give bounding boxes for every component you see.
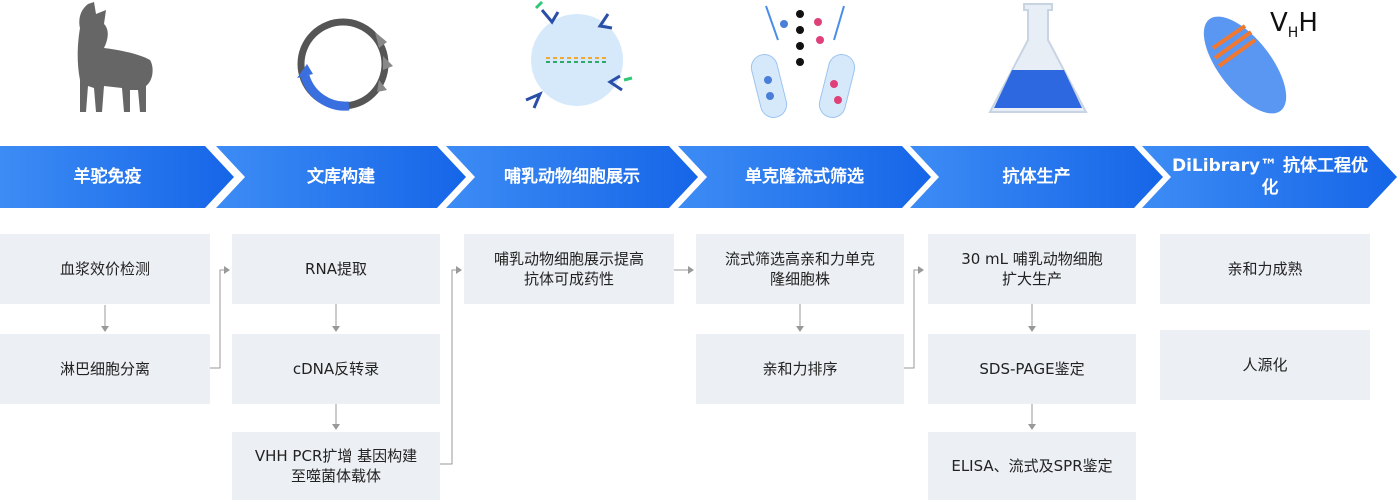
step-box: 血浆效价检测 (0, 234, 210, 304)
step-box: SDS-PAGE鉴定 (928, 334, 1136, 404)
flask-icon (988, 3, 1088, 113)
vhh-label: VHH (1270, 8, 1318, 42)
step-box: 人源化 (1160, 330, 1370, 400)
vhh-antibody-icon (1203, 16, 1287, 114)
stage-label-2: 文库构建 (307, 167, 375, 187)
step-box: 亲和力排序 (696, 334, 904, 404)
stage-label-1: 羊驼免疫 (73, 167, 142, 187)
flow-sort-icon (750, 5, 856, 118)
step-box: VHH PCR扩增 基因构建至噬菌体载体 (232, 432, 440, 500)
cell-display-icon (525, 0, 633, 109)
plasmid-icon (297, 18, 393, 111)
stage-label-4: 单克隆流式筛选 (745, 167, 864, 187)
step-box: ELISA、流式及SPR鉴定 (928, 432, 1136, 500)
step-box: 亲和力成熟 (1160, 234, 1370, 304)
step-box: RNA提取 (232, 234, 440, 304)
step-box: 哺乳动物细胞展示提高抗体可成药性 (464, 234, 674, 304)
stage-label-3: 哺乳动物细胞展示 (504, 167, 640, 187)
step-box: 30 mL 哺乳动物细胞扩大生产 (928, 234, 1136, 304)
stage-label-5: 抗体生产 (1002, 167, 1071, 187)
stage-label-6: DiLibrary™ 抗体工程优化 (1171, 156, 1368, 198)
step-box: cDNA反转录 (232, 334, 440, 404)
step-box: 淋巴细胞分离 (0, 334, 210, 404)
alpaca-icon (77, 2, 153, 112)
step-box: 流式筛选高亲和力单克隆细胞株 (696, 234, 904, 304)
